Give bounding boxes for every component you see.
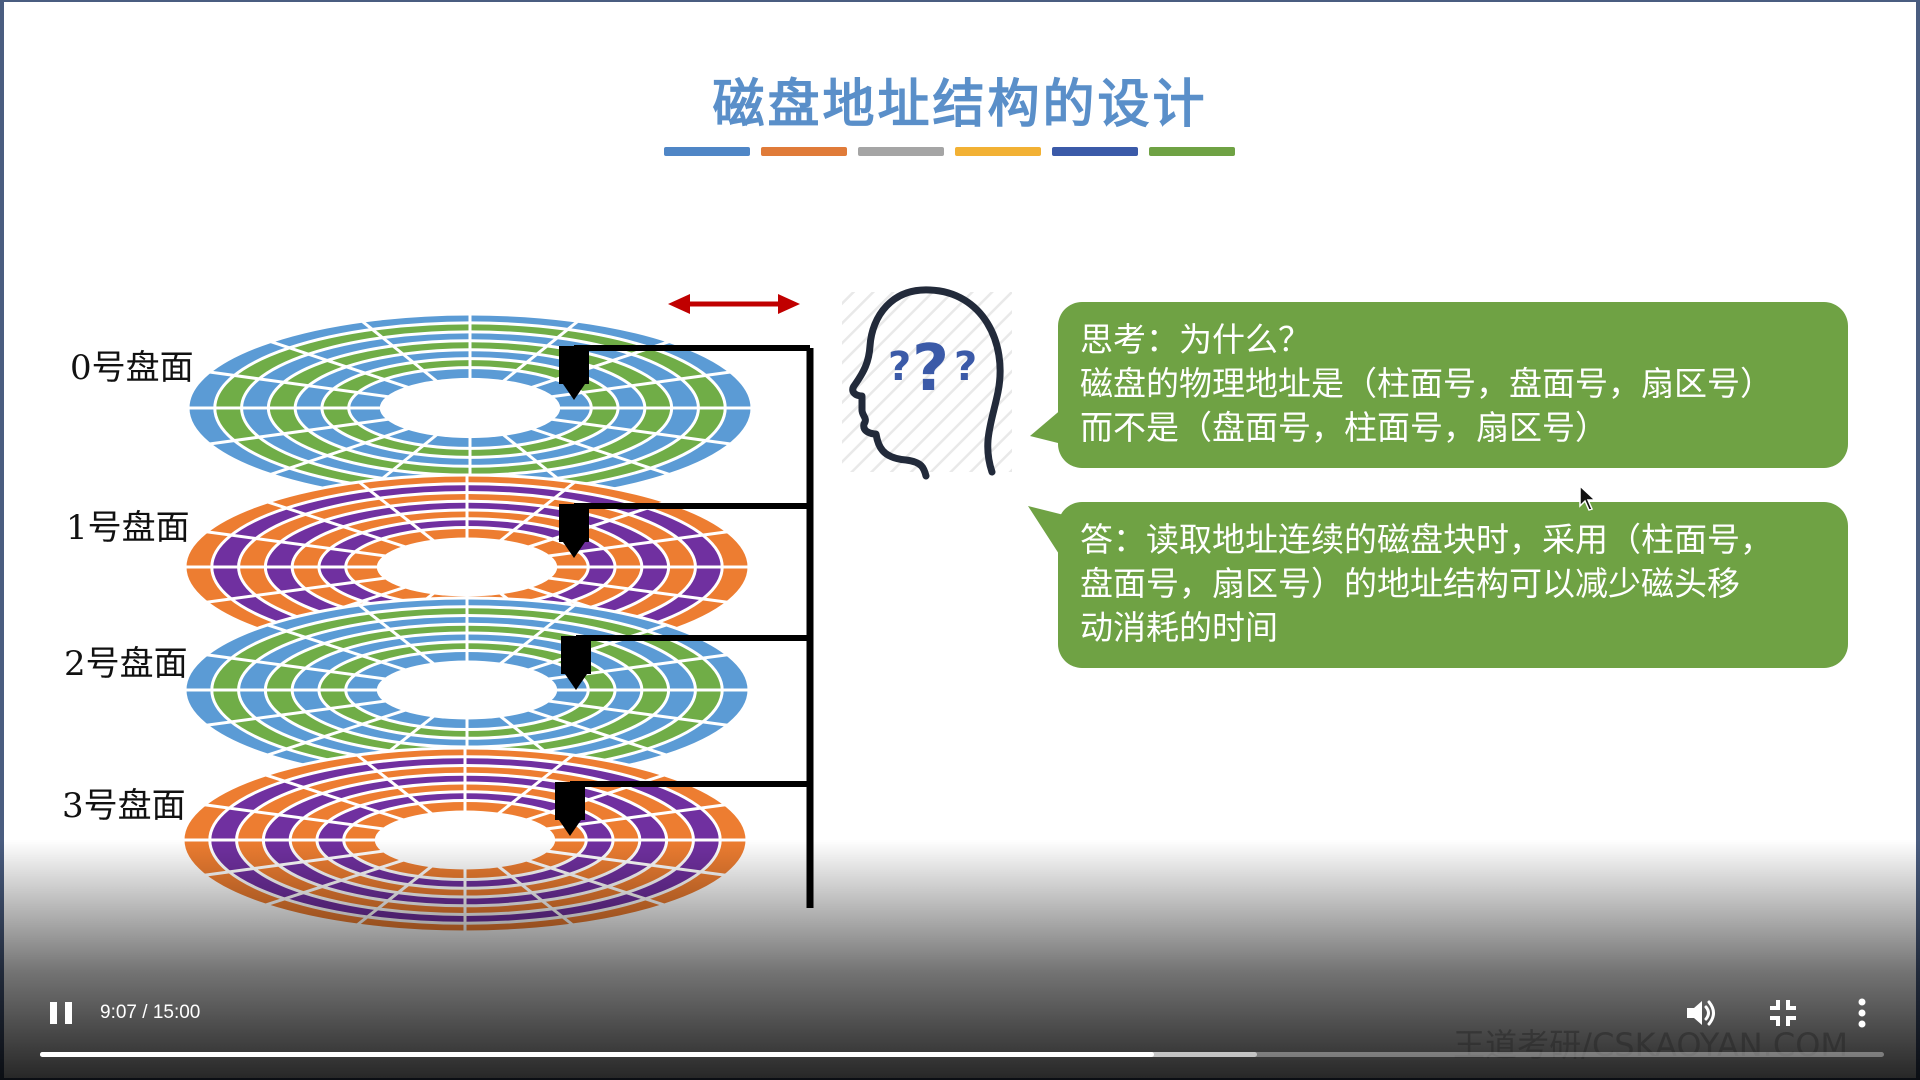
platter-label-1: 1号盘面 <box>66 508 190 548</box>
svg-text:?: ? <box>888 344 911 390</box>
read-write-head-2 <box>561 636 591 674</box>
read-write-head-tip-0 <box>563 384 585 400</box>
platter-label-3: 3号盘面 <box>62 786 186 826</box>
question-line-1: 思考：为什么？ <box>1080 320 1311 359</box>
platter-label-0: 0号盘面 <box>70 348 194 388</box>
read-write-head-tip-2 <box>565 674 587 690</box>
played-bar <box>40 1052 1154 1057</box>
pause-icon <box>50 1002 72 1024</box>
title-underline-bar <box>858 147 944 156</box>
more-options-button[interactable] <box>1850 996 1874 1030</box>
platter-2-spindle-hole <box>376 660 558 720</box>
question-line-2: 磁盘的物理地址是（柱面号，盘面号，扇区号） <box>1080 364 1773 403</box>
mouse-cursor-icon <box>1579 484 1597 511</box>
exit-fullscreen-button[interactable] <box>1766 996 1800 1030</box>
progress-bar[interactable] <box>40 1052 1884 1057</box>
title-underline-bar <box>955 147 1041 156</box>
title-underline-bar <box>761 147 847 156</box>
question-bubble: 思考：为什么？ 磁盘的物理地址是（柱面号，盘面号，扇区号） 而不是（盘面号，柱面… <box>1058 302 1848 468</box>
head-question-icon: ? ? ? <box>842 286 1012 480</box>
read-write-head-3 <box>555 782 585 820</box>
volume-button[interactable] <box>1684 996 1720 1030</box>
read-write-head-1 <box>559 504 589 542</box>
movement-arrow-right-head <box>778 294 800 314</box>
read-write-head-tip-1 <box>563 542 585 558</box>
volume-icon <box>1687 1000 1715 1026</box>
svg-text:?: ? <box>912 332 949 406</box>
answer-line-2: 盘面号，扇区号）的地址结构可以减少磁头移 <box>1080 564 1740 603</box>
answer-line-3: 动消耗的时间 <box>1080 608 1278 647</box>
time-display: 9:07 / 15:00 <box>100 1002 201 1023</box>
answer-bubble: 答：读取地址连续的磁盘块时，采用（柱面号， 盘面号，扇区号）的地址结构可以减少磁… <box>1058 502 1848 668</box>
platter-label-2: 2号盘面 <box>64 644 188 684</box>
title-underline-bar <box>1052 147 1138 156</box>
slide-title: 磁盘地址结构的设计 <box>712 74 1208 135</box>
pause-button[interactable] <box>44 996 78 1030</box>
watermark: 王道考研/CSKAOYAN.COM <box>1453 1026 1848 1064</box>
more-vert-icon <box>1858 998 1866 1028</box>
read-write-head-0 <box>559 346 589 384</box>
read-write-head-tip-3 <box>559 820 581 836</box>
controls-gradient <box>0 840 1920 1080</box>
platter-0-spindle-hole <box>379 377 561 439</box>
question-line-3: 而不是（盘面号，柱面号，扇区号） <box>1080 408 1608 447</box>
movement-arrow-left-head <box>668 294 690 314</box>
title-underline-bar <box>664 147 750 156</box>
title-underline-bar <box>1149 147 1235 156</box>
svg-text:?: ? <box>954 344 977 390</box>
answer-line-1: 答：读取地址连续的磁盘块时，采用（柱面号， <box>1080 520 1773 559</box>
platter-1-spindle-hole <box>376 537 558 597</box>
exit-fullscreen-icon <box>1770 1000 1796 1026</box>
